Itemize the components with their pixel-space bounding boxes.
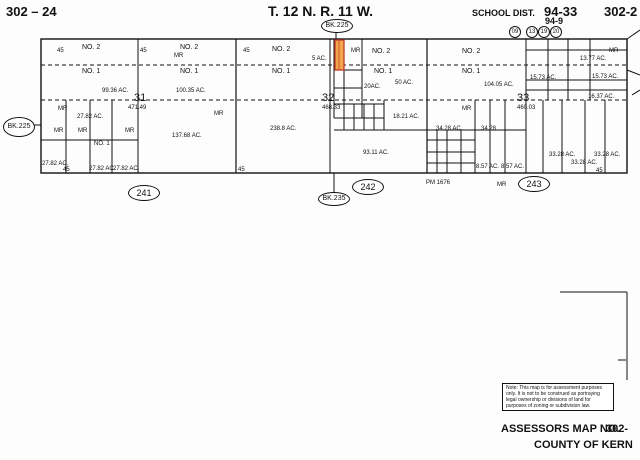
district-code: 09 [509,26,521,38]
acreage-label: 104.05 AC. [484,82,514,88]
parcel-mr: MR [174,53,184,59]
parcel-label: NO. 2 [180,44,199,51]
acreage-label: 18.21 AC. [393,114,420,120]
page-number-right: 302-2 [604,4,638,19]
parcel-label: NO. 1 [82,68,101,75]
section-acreage: 471.49 [128,105,147,111]
parcel-label: NO. 2 [462,48,481,55]
dimension-45: 45 [238,167,245,173]
parcel-mr: MR [609,48,619,54]
acreage-label: 137.68 AC. [172,133,202,139]
section-acreage: 468.33 [322,105,341,111]
dimension-45: 45 [596,168,603,174]
parcel-label: NO. 1 [462,68,481,75]
parcel-label: NO. 1 [94,141,110,147]
parcel-label: NO. 2 [82,44,101,51]
book-ref-bottom: BK.235 [318,192,350,206]
acreage-label: 33.28 AC. [571,160,598,166]
parcel-mr: MR [58,106,68,112]
parcel-mr: MR [497,182,507,188]
assessors-map-number: 302- [606,423,629,435]
assessors-map-title: ASSESSORS MAP NO. [501,423,620,435]
parcel-label: NO. 2 [272,46,291,53]
acreage-label: 5 AC. [312,56,327,62]
acreage-label: 8.57 AC. [476,164,500,170]
parcel-label: NO. 2 [372,48,391,55]
acreage-label: 33.28 AC. [594,152,621,158]
school-dist-value: 94-33 [544,4,578,19]
acreage-label: 15.73 AC. [592,74,619,80]
book-ref-left: BK.225 [3,117,35,137]
parcel-mr: MR [214,111,224,117]
acreage-label: 27.82 AC. [113,166,140,172]
book-ref-top: BK.225 [321,19,353,33]
acreage-label: 99.36 AC. [102,88,129,94]
school-dist-sub: 94-9 [545,16,564,26]
acreage-label: 13.77 AC. [580,56,607,62]
acreage-label: 27.82 AC. [77,114,104,120]
acreage-label: 93.11 AC. [363,150,389,156]
acreage-label: 8.57 AC. [501,164,525,170]
acreage-label: 15.73 AC. [530,75,557,81]
parcel-mr: MR [54,128,64,134]
acreage-label: 16.37 AC. [588,94,615,100]
section-acreage: 460.03 [517,105,536,111]
township-range-title: T. 12 N. R. 11 W. [268,3,374,19]
acreage-label: 20AC. [364,84,381,90]
acreage-label: 33.28 AC. [549,152,576,158]
parcel-mr: MR [125,128,135,134]
acreage-label: 50 AC. [395,80,414,86]
parcel-label: NO. 1 [272,68,291,75]
disclaimer-note: Note: This map is for assessment purpose… [502,383,614,411]
acreage-label: 100.35 AC. [176,88,206,94]
page-number-left: 302 – 24 [6,4,57,19]
district-code: 13 [526,26,538,38]
school-dist-label: SCHOOL DIST. [472,8,535,18]
county-name: COUNTY OF KERN [534,439,633,451]
parcel-mr: MR [351,48,361,54]
parcel-label: NO. 1 [374,68,393,75]
section-number: 33 [517,92,530,104]
acreage-label: 34.28 [481,126,497,132]
dimension-45: 45 [63,167,70,173]
dimension-45: 45 [140,48,147,54]
parcel-mr: MR [462,106,472,112]
circled-reference: 242 [352,179,384,195]
acreage-label: 238.8 AC. [270,126,297,132]
dimension-45: 45 [243,48,250,54]
parcel-map-ref: PM 1676 [426,180,451,186]
parcel-label: NO. 1 [180,68,199,75]
acreage-label: 34.28 AC. [436,126,463,132]
parcel-mr: MR [78,128,88,134]
acreage-label: 27.82 AC. [42,161,69,167]
section-number: 32 [322,92,335,104]
district-code: 19 [538,26,550,38]
dimension-45: 45 [57,48,64,54]
circled-reference: 241 [128,185,160,201]
acreage-label: 27.82 AC. [89,166,116,172]
section-number: 31 [134,92,147,104]
circled-reference: 243 [518,176,550,192]
district-code: 20 [550,26,562,38]
